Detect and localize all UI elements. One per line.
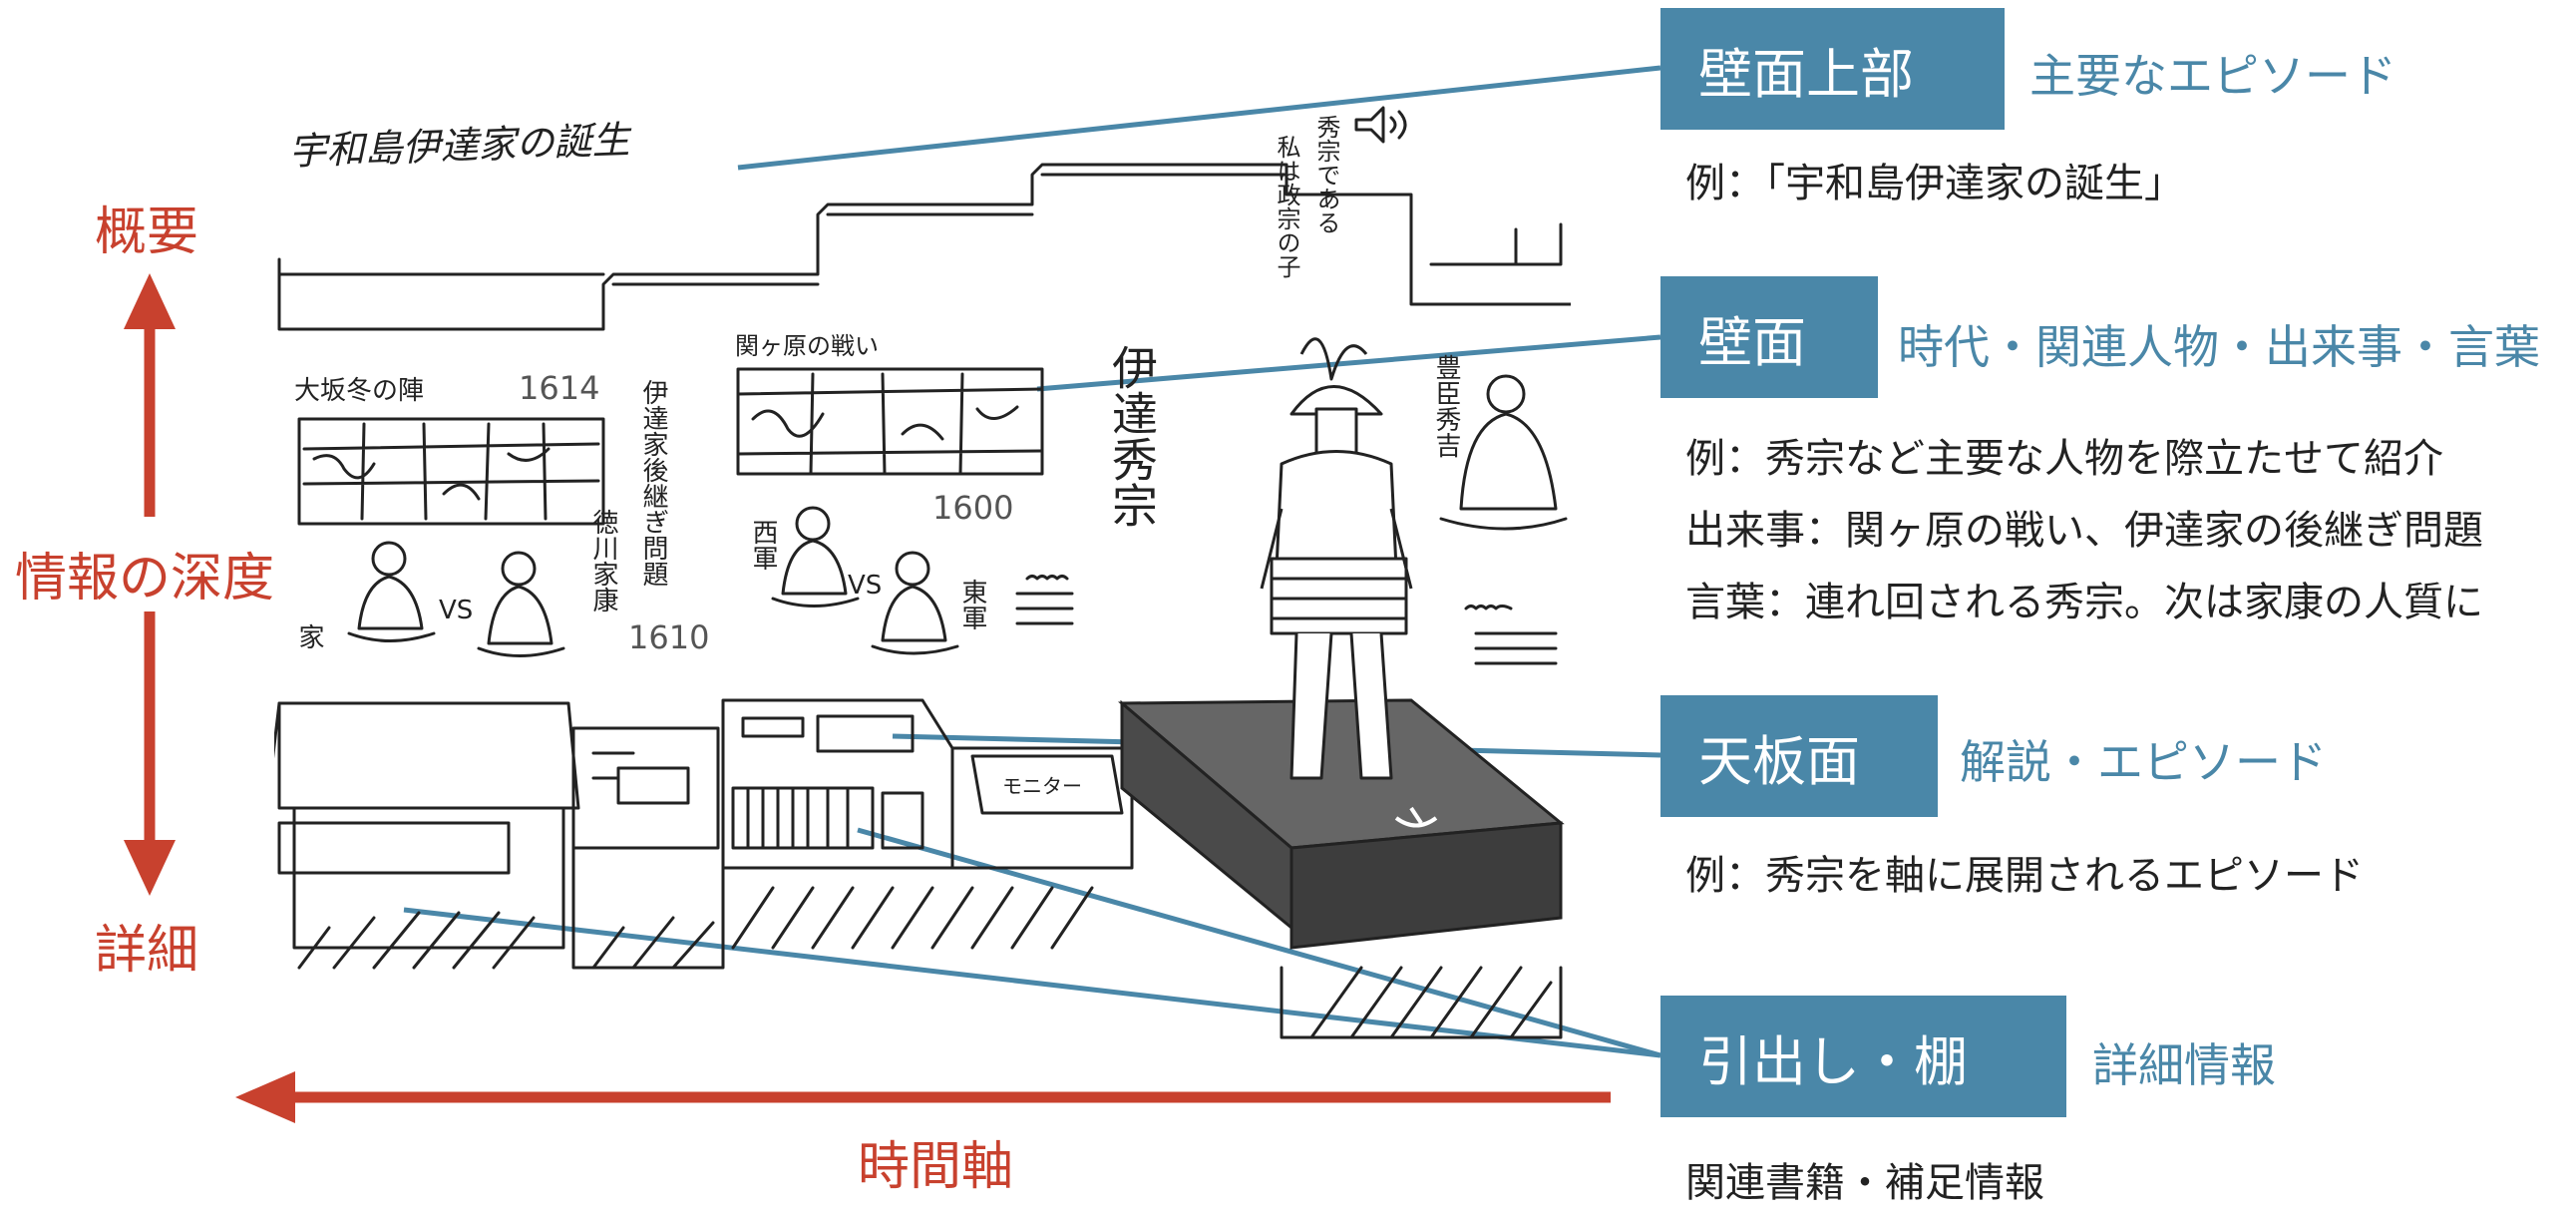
sketch-east: 東軍: [957, 579, 987, 630]
sketch-family: 家: [294, 623, 324, 649]
sub-drawers: 詳細情報: [2092, 1038, 2276, 1092]
floor-hatching: [297, 886, 1094, 970]
sketch-west: 西軍: [748, 519, 778, 571]
sub-tabletop: 解説・エピソード: [1960, 735, 2327, 789]
desc-wall-line-1: 例：秀宗など主要な人物を際立たせて紹介: [1685, 436, 2443, 482]
sub-wall: 時代・関連人物・出来事・言葉: [1898, 320, 2540, 374]
desc-wall-line-3: 言葉：連れ回される秀宗。次は家康の人質に: [1685, 580, 2483, 625]
axis-label-detail: 詳細: [95, 921, 199, 981]
desc-tabletop: 例：秀宗を軸に展開されるエピソード: [1685, 840, 2364, 912]
sub-wall-top: 主要なエピソード: [2029, 49, 2396, 103]
connector-wall-top: [737, 65, 1661, 171]
tag-wall: 壁面: [1660, 276, 1878, 398]
desc-tabletop-line-1: 例：秀宗を軸に展開されるエピソード: [1685, 853, 2364, 899]
sketch-left-panel-title: 大坂冬の陣: [294, 376, 424, 406]
desc-wall: 例：秀宗など主要な人物を際立たせて紹介 出来事：関ヶ原の戦い、伊達家の後継ぎ問題…: [1685, 423, 2483, 638]
display-case-3: [721, 698, 954, 870]
speaker-icon: [1354, 106, 1385, 144]
plinth: [1117, 698, 1565, 950]
shelf-books: [731, 786, 875, 850]
display-case-2: [571, 726, 720, 850]
connector-drawer-2: [403, 907, 1661, 1058]
figure-group-middle: [771, 506, 959, 655]
sketch-left-panel-year: 1614: [519, 369, 599, 407]
sketch-main-title: 宇和島伊達家の誕生: [288, 118, 633, 174]
sketch-toyotomi: 豊臣秀吉: [1431, 354, 1461, 458]
wall-top-outline: [277, 163, 1571, 331]
figure-group-left: [347, 541, 565, 657]
panel-osaka: [297, 417, 605, 526]
tag-tabletop: 天板面: [1660, 695, 1938, 817]
sketch-center-name: 伊達秀宗: [1105, 344, 1159, 528]
desc-drawers-line-1: 関連書籍・補足情報: [1685, 1160, 2044, 1206]
exhibit-sketch: 宇和島伊達家の誕生 大坂冬の陣 1614 関ヶ原の戦い 1600 1610 VS…: [274, 106, 1571, 1039]
tag-drawers: 引出し・棚: [1660, 996, 2066, 1117]
connector-wall: [1036, 334, 1661, 392]
desc-wall-top-line-1: 例：「宇和島伊達家の誕生」: [1685, 161, 2184, 206]
figure-toyotomi: [1439, 374, 1568, 531]
sketch-vs-middle: VS: [848, 571, 882, 601]
samurai-statue: [1260, 337, 1413, 780]
axis-label-overview: 概要: [95, 203, 199, 262]
drawer: [277, 821, 511, 875]
display-case-1: [277, 701, 580, 810]
panel-sekigahara: [736, 367, 1044, 476]
axis-label-time: 時間軸: [858, 1137, 1014, 1197]
sketch-succession-label: 伊達家後継ぎ問題: [638, 379, 668, 587]
vertical-axis-arrow: [124, 273, 176, 896]
sketch-succession-year: 1610: [628, 618, 709, 656]
sketch-mid-panel-title: 関ヶ原の戦い: [735, 332, 879, 360]
monitor: [970, 754, 1124, 815]
desc-drawers: 関連書籍・補足情報: [1685, 1147, 2044, 1219]
desc-wall-line-2: 出来事：関ヶ原の戦い、伊達家の後継ぎ問題: [1685, 508, 2483, 554]
desc-wall-top: 例：「宇和島伊達家の誕生」: [1685, 148, 2184, 219]
sketch-monitor-label: モニター: [1002, 774, 1082, 798]
time-axis-arrow: [235, 1071, 1611, 1123]
sketch-tokugawa: 徳川家康: [588, 509, 618, 612]
sketch-vs-left: VS: [439, 596, 473, 625]
sketch-mid-panel-year: 1600: [932, 489, 1013, 527]
sketch-speech-2: 私は政宗の子: [1273, 135, 1300, 278]
sketch-speech-1: 秀宗である: [1312, 115, 1340, 234]
axis-label-depth: 情報の深度: [15, 549, 275, 609]
tag-wall-top: 壁面上部: [1660, 8, 2005, 130]
